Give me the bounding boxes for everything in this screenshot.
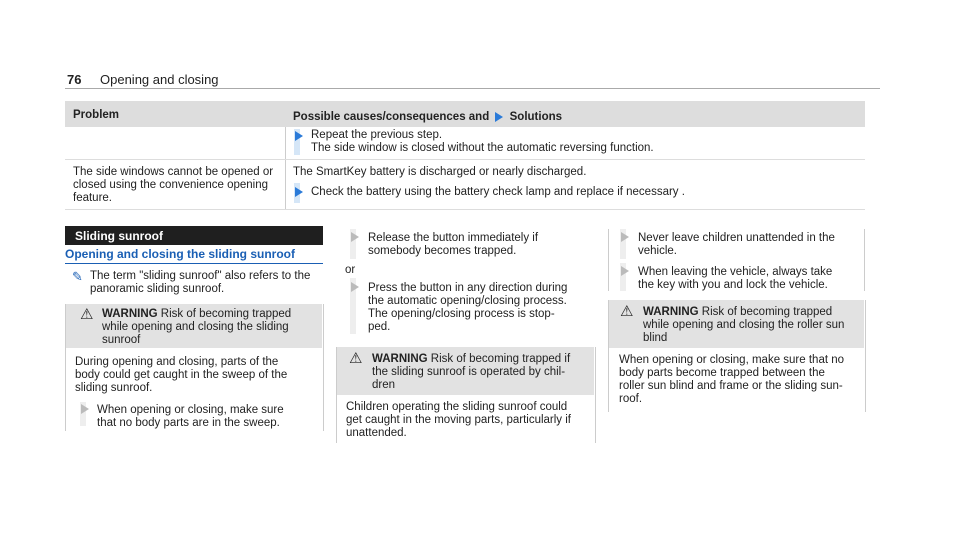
- warning-label: WARNING: [643, 306, 699, 318]
- warning-header-3: [609, 300, 864, 348]
- warning-text: Risk of becoming trapped: [160, 308, 292, 320]
- warning-3-head-line1: WARNING Risk of becoming trapped: [643, 306, 832, 319]
- note-icon: ✎: [72, 269, 83, 284]
- warning-box-3: [608, 300, 866, 412]
- step-arrow-icon: [295, 187, 303, 197]
- warning-3-body-line3: roller sun blind and frame or the slidin…: [619, 380, 843, 392]
- step-bar: [350, 229, 356, 259]
- warning-2-head-line2: the sliding sunroof is operated by chil-: [372, 366, 566, 378]
- step-arrow-icon: [621, 232, 629, 242]
- table-bottom-rule: [65, 209, 865, 210]
- col2-step2-line3: The opening/closing process is stop-: [368, 308, 555, 320]
- arrow-icon: [495, 111, 504, 122]
- step-bar: [350, 278, 356, 334]
- table-header: [65, 101, 865, 127]
- note-line2: panoramic sliding sunroof.: [90, 283, 225, 295]
- step-arrow-icon: [81, 404, 89, 414]
- step-bar: [80, 402, 86, 426]
- warning-header-1: [66, 304, 322, 348]
- problem-column-header: Problem: [73, 109, 120, 121]
- note-line1: The term "sliding sunroof" also refers t…: [90, 270, 311, 282]
- section-title: Sliding sunroof: [75, 229, 163, 243]
- warning-2-head-line3: dren: [372, 379, 396, 391]
- section-heading: Sliding sunroof: [65, 226, 323, 245]
- row2-problem-line3: feature.: [73, 192, 112, 204]
- warning-2-body-line3: unattended.: [346, 427, 407, 439]
- step-bar: [294, 129, 300, 155]
- warning-1-step-line2: that no body parts are in the sweep.: [97, 417, 280, 429]
- row1-step: Repeat the previous step.: [311, 129, 443, 141]
- col2-step2-line2: the automatic opening/closing process.: [368, 295, 567, 307]
- row1-result: The side window is closed without the au…: [311, 142, 654, 154]
- step-bar: [620, 263, 626, 291]
- step-arrow-icon: [351, 232, 359, 242]
- warning-2-head-line1: WARNING Risk of becoming trapped if: [372, 353, 570, 366]
- column-divider: [285, 127, 286, 209]
- col3-step2-line2: the key with you and lock the vehicle.: [638, 279, 828, 291]
- header-rule: [65, 88, 880, 89]
- solutions-header-label: Solutions: [509, 111, 563, 123]
- warning-icon: ⚠: [80, 306, 94, 323]
- warning-label: WARNING: [102, 308, 158, 320]
- warning-text: Risk of becoming trapped: [701, 306, 833, 318]
- warning-1-head-line3: sunroof: [102, 334, 141, 346]
- step-arrow-icon: [295, 131, 303, 141]
- warning-3-body-line1: When opening or closing, make sure that …: [619, 354, 845, 366]
- warning-1-body-line3: sliding sunroof.: [75, 382, 153, 394]
- col2-step1-line2: somebody becomes trapped.: [368, 245, 517, 257]
- warning-icon: ⚠: [620, 303, 634, 320]
- row2-problem-line2: closed using the convenience opening: [73, 179, 269, 191]
- warning-3-body-line2: body parts become trapped between the: [619, 367, 825, 379]
- col3-step2-line1: When leaving the vehicle, always take: [638, 266, 833, 278]
- subsection-rule: [65, 263, 323, 264]
- row-divider: [65, 159, 865, 160]
- col2-step2-line4: ped.: [368, 321, 391, 333]
- row2-problem-line1: The side windows cannot be opened or: [73, 166, 274, 178]
- warning-text: Risk of becoming trapped if: [430, 353, 571, 365]
- warning-2-body-line2: get caught in the moving parts, particul…: [346, 414, 572, 426]
- col2-step1-line1: Release the button immediately if: [368, 232, 539, 244]
- page-title: Opening and closing: [100, 72, 219, 87]
- column-border: [864, 229, 865, 291]
- warning-icon: ⚠: [349, 350, 363, 367]
- or-label: or: [345, 264, 356, 276]
- warning-2-body-line1: Children operating the sliding sunroof c…: [346, 401, 568, 413]
- warning-1-body-line1: During opening and closing, parts of the: [75, 356, 279, 368]
- col3-step1-line2: vehicle.: [638, 245, 677, 257]
- warning-3-head-line2: while opening and closing the roller sun: [643, 319, 845, 331]
- step-arrow-icon: [351, 282, 359, 292]
- warning-label: WARNING: [372, 353, 428, 365]
- warning-1-step-line1: When opening or closing, make sure: [97, 404, 284, 416]
- step-bar: [620, 229, 626, 259]
- warning-1-body-line2: body could get caught in the sweep of th…: [75, 369, 288, 381]
- causes-column-header: Possible causes/consequences and Solutio…: [293, 111, 562, 123]
- row2-cause: The SmartKey battery is discharged or ne…: [293, 166, 587, 178]
- warning-3-head-line3: blind: [643, 332, 668, 344]
- col2-step2-line1: Press the button in any direction during: [368, 282, 568, 294]
- column-border: [608, 229, 609, 291]
- page-number: 76: [67, 72, 82, 87]
- warning-3-body-line4: roof.: [619, 393, 643, 405]
- warning-1-head-line1: WARNING Risk of becoming trapped: [102, 308, 291, 321]
- step-arrow-icon: [621, 266, 629, 276]
- col3-step1-line1: Never leave children unattended in the: [638, 232, 835, 244]
- warning-header-2: [337, 347, 594, 395]
- subsection-title: Opening and closing the sliding sunroof: [65, 247, 295, 261]
- warning-box-2: [336, 347, 596, 443]
- warning-1-head-line2: while opening and closing the sliding: [102, 321, 289, 333]
- causes-header-label: Possible causes/consequences and: [293, 111, 490, 123]
- row2-solution: Check the battery using the battery chec…: [311, 186, 685, 198]
- warning-box-1: [65, 304, 324, 431]
